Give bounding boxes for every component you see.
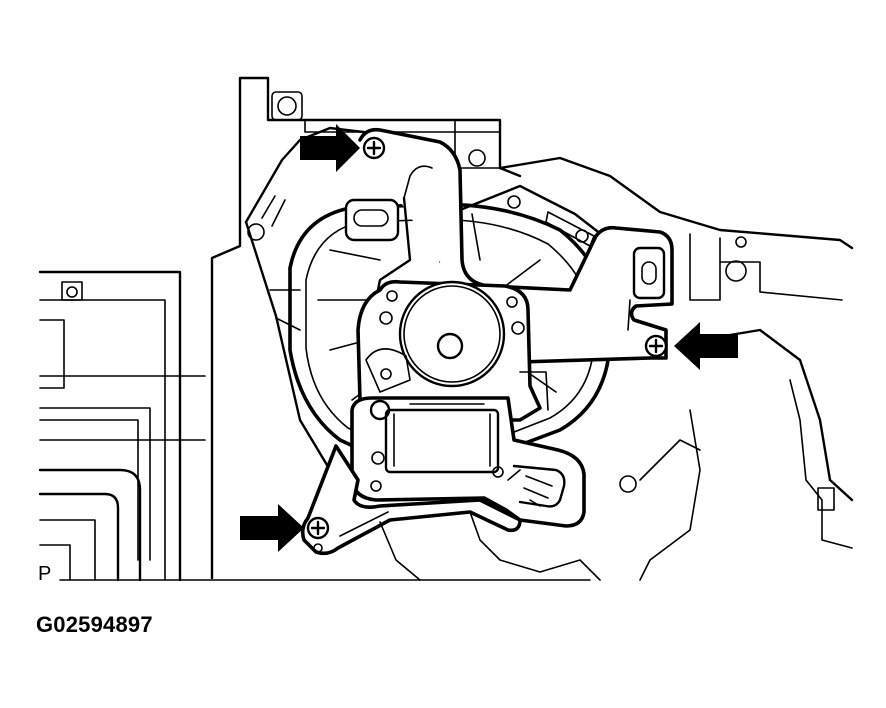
actuator-lower-housing [350, 396, 586, 528]
fastener-pointer-arrow [674, 322, 738, 370]
figure-caption: G02594897 [36, 612, 153, 637]
phillips-screw-icon [306, 516, 330, 540]
actuator-motor [356, 279, 549, 422]
lower-mounting-tab [300, 444, 601, 581]
fastener-pointer-arrow [240, 504, 304, 552]
mounting-bracket [344, 127, 674, 364]
fastener-pointer-arrow [300, 124, 360, 172]
edge-letter: P [38, 563, 51, 585]
phillips-screw-icon [644, 334, 668, 358]
phillips-screw-icon [362, 136, 386, 160]
